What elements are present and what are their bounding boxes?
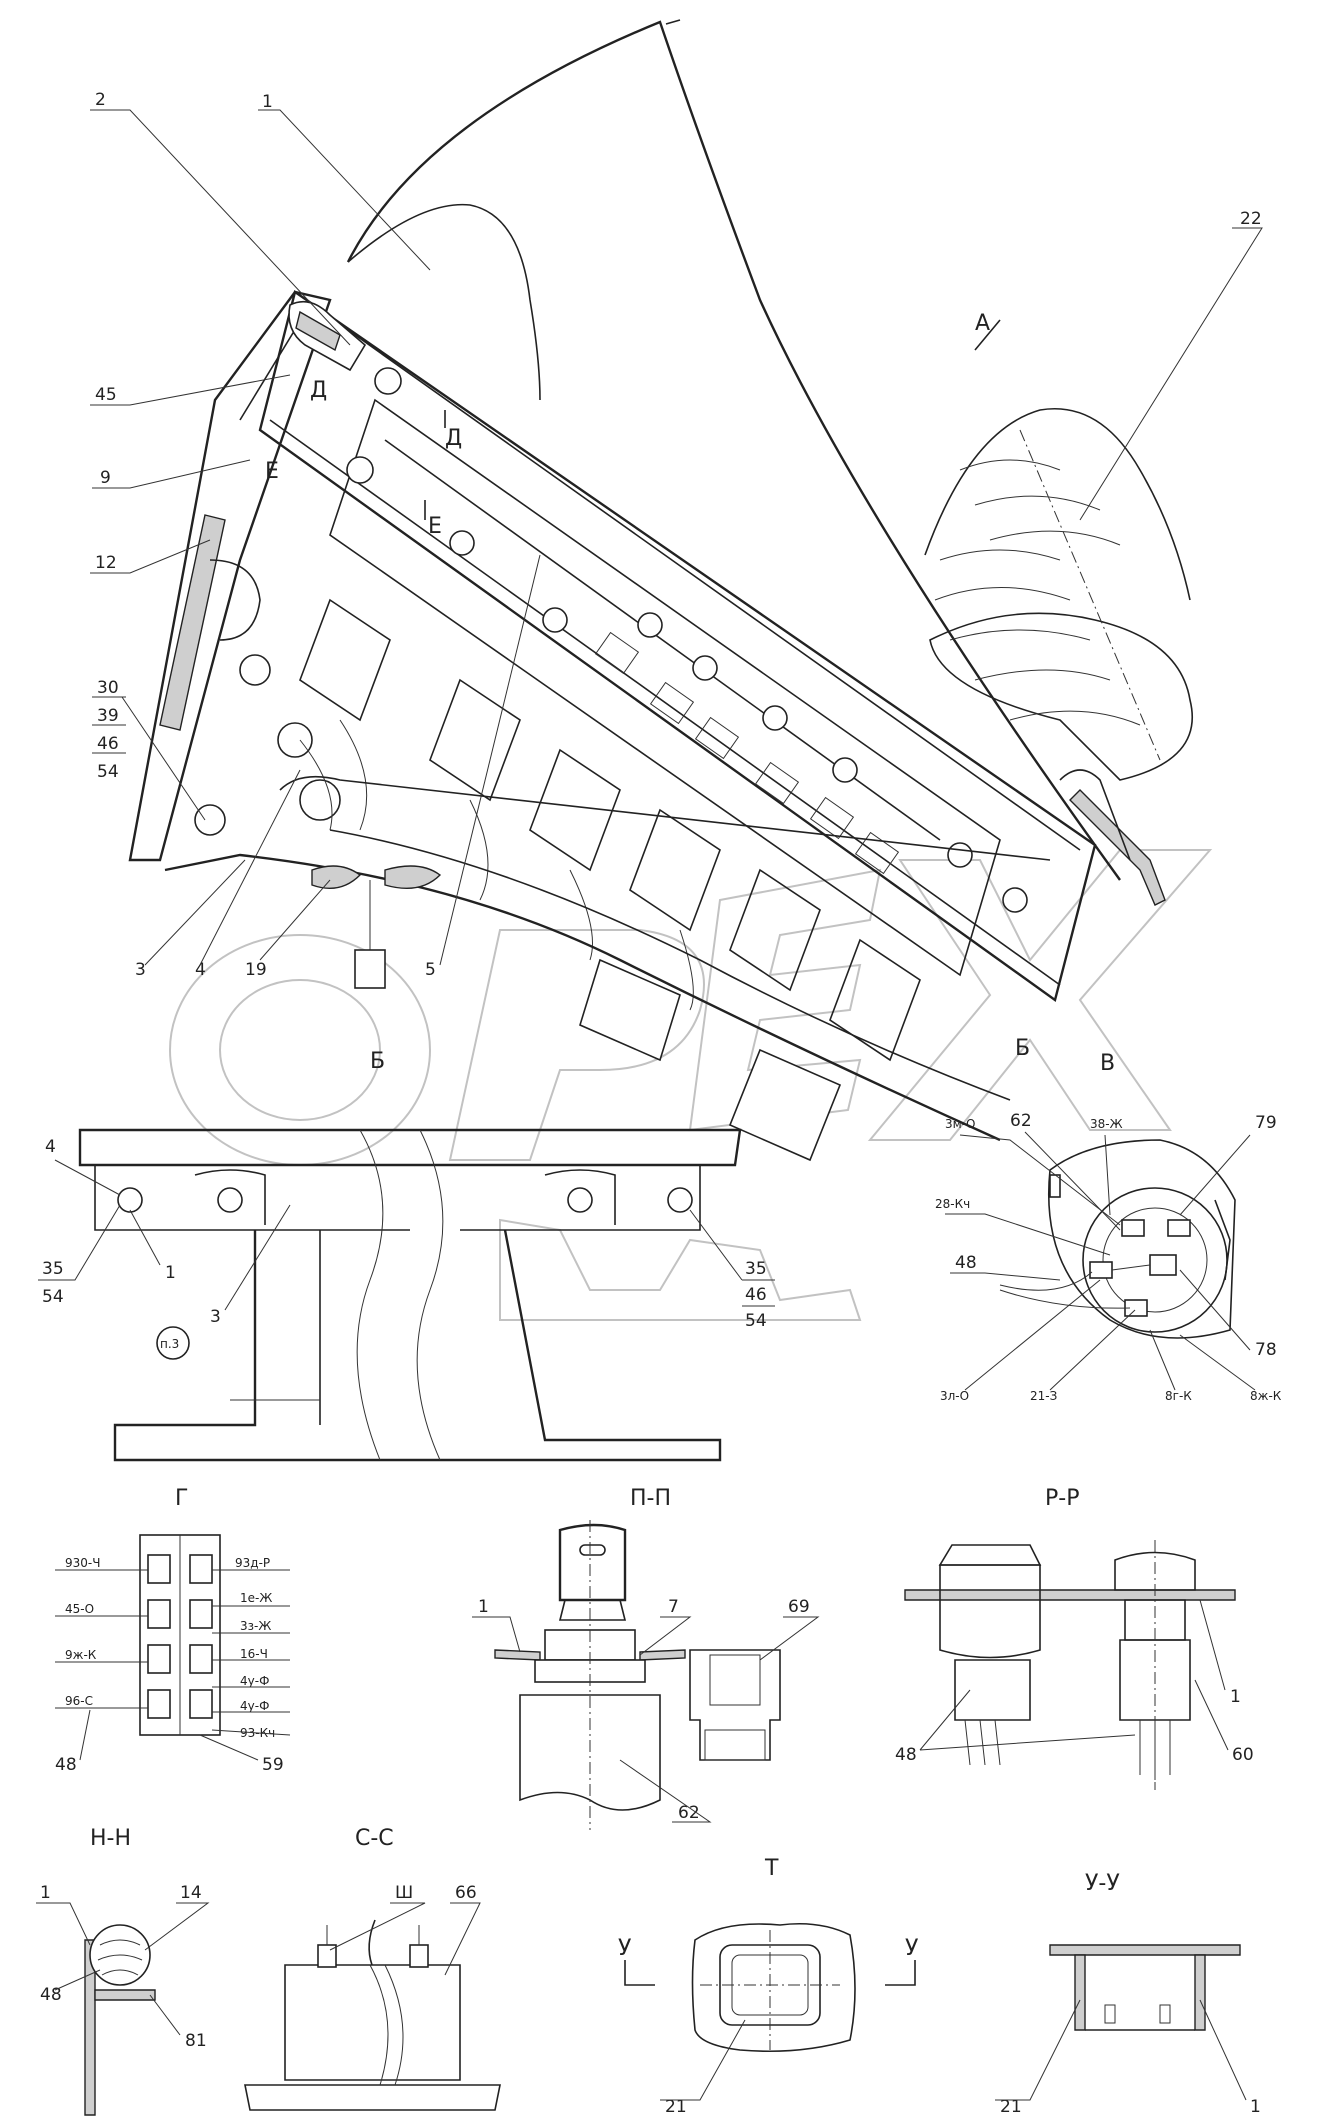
svg-text:7: 7	[668, 1597, 679, 1617]
view-a-label: А	[975, 311, 990, 336]
svg-text:4у-Ф: 4у-Ф	[240, 1674, 269, 1688]
section-e-label: Е	[265, 459, 279, 484]
svg-text:54: 54	[42, 1287, 64, 1307]
svg-text:4: 4	[195, 960, 206, 980]
main-callouts: 2 1 22 45 9 12 30 39 46 54 3 4 19 5 4 35…	[38, 90, 1263, 1360]
svg-text:35: 35	[42, 1259, 64, 1279]
svg-text:46: 46	[745, 1285, 767, 1305]
svg-text:п.3: п.3	[160, 1337, 179, 1351]
svg-text:59: 59	[262, 1755, 284, 1775]
svg-text:79: 79	[1255, 1113, 1277, 1133]
svg-text:96-С: 96-С	[65, 1694, 93, 1708]
svg-text:Н-Н: Н-Н	[90, 1826, 131, 1851]
svg-text:4: 4	[45, 1137, 56, 1157]
svg-text:1: 1	[40, 1883, 51, 1903]
svg-text:35: 35	[745, 1259, 767, 1279]
svg-text:Т: Т	[764, 1856, 779, 1881]
view-v: В 3м-О 62 38-Ж 79 28-Кч 48 78 3л-О 21-З …	[935, 1051, 1282, 1403]
svg-text:38-Ж: 38-Ж	[1090, 1117, 1123, 1131]
svg-text:1: 1	[1250, 2097, 1261, 2117]
svg-text:60: 60	[1232, 1745, 1254, 1765]
svg-text:3л-О: 3л-О	[940, 1389, 969, 1403]
svg-text:16-Ч: 16-Ч	[240, 1647, 268, 1661]
svg-text:4у-Ф: 4у-Ф	[240, 1699, 269, 1713]
svg-text:3: 3	[135, 960, 146, 980]
watermark-logo	[169, 849, 1213, 1321]
svg-text:С-С: С-С	[355, 1826, 394, 1851]
svg-text:69: 69	[788, 1597, 810, 1617]
view-v-callouts: 3м-О 62 38-Ж 79 28-Кч 48 78 3л-О 21-З 8г…	[935, 1111, 1282, 1403]
section-uu: У-У 21 1	[995, 1871, 1261, 2117]
svg-text:48: 48	[955, 1253, 977, 1273]
main-view-console: А Б Б Д Д Е Е 2 1 22 45 9 12 30 39 46 54…	[38, 19, 1263, 1462]
svg-text:3з-Ж: 3з-Ж	[240, 1619, 271, 1633]
svg-text:П-П: П-П	[630, 1486, 671, 1511]
svg-text:19: 19	[245, 960, 267, 980]
svg-text:21-З: 21-З	[1030, 1389, 1057, 1403]
svg-text:22: 22	[1240, 209, 1262, 229]
svg-text:28-Кч: 28-Кч	[935, 1197, 970, 1211]
svg-text:21: 21	[1000, 2097, 1022, 2117]
svg-text:93д-Р: 93д-Р	[235, 1556, 270, 1570]
svg-text:14: 14	[180, 1883, 202, 1903]
svg-text:Г: Г	[175, 1486, 188, 1511]
svg-text:У-У: У-У	[1085, 1871, 1120, 1896]
svg-text:1е-Ж: 1е-Ж	[240, 1591, 272, 1605]
view-t: Т У У 21	[618, 1856, 919, 2117]
svg-text:8г-К: 8г-К	[1165, 1389, 1192, 1403]
svg-text:30: 30	[97, 678, 119, 698]
svg-text:1: 1	[478, 1597, 489, 1617]
svg-text:78: 78	[1255, 1340, 1277, 1360]
indicator-symbols	[594, 631, 900, 875]
svg-text:62: 62	[1010, 1111, 1032, 1131]
svg-text:1: 1	[165, 1263, 176, 1283]
svg-text:930-Ч: 930-Ч	[65, 1556, 100, 1570]
svg-text:2: 2	[95, 90, 106, 110]
section-pp: П-П 1 7 69 62	[472, 1486, 820, 1830]
svg-text:1: 1	[1230, 1687, 1241, 1707]
svg-text:9ж-К: 9ж-К	[65, 1648, 97, 1662]
svg-text:54: 54	[97, 762, 119, 782]
svg-text:48: 48	[895, 1745, 917, 1765]
svg-text:45-О: 45-О	[65, 1602, 94, 1616]
svg-text:8ж-К: 8ж-К	[1250, 1389, 1282, 1403]
svg-text:В: В	[1100, 1051, 1115, 1076]
section-ss: С-С Ш 66	[244, 1826, 501, 2111]
svg-text:54: 54	[745, 1311, 767, 1331]
svg-text:39: 39	[97, 706, 119, 726]
svg-text:12: 12	[95, 553, 117, 573]
svg-text:1: 1	[262, 92, 273, 112]
section-e-label-2: Е	[428, 514, 442, 539]
bolts	[194, 367, 1028, 913]
svg-text:66: 66	[455, 1883, 477, 1903]
section-d-label-2: Д	[445, 426, 462, 451]
svg-text:Р-Р: Р-Р	[1045, 1486, 1079, 1511]
section-rr: Р-Р 1 48 60	[895, 1486, 1254, 1790]
svg-text:Ш: Ш	[395, 1883, 413, 1903]
svg-text:3м-О: 3м-О	[945, 1117, 975, 1131]
svg-text:81: 81	[185, 2031, 207, 2051]
svg-text:У: У	[905, 1936, 919, 1961]
view-b-label: Б	[1015, 1036, 1030, 1061]
svg-text:62: 62	[678, 1803, 700, 1823]
svg-text:У: У	[618, 1936, 632, 1961]
svg-text:45: 45	[95, 385, 117, 405]
view-b-label-2: Б	[370, 1049, 385, 1074]
svg-text:46: 46	[97, 734, 119, 754]
svg-text:21: 21	[665, 2097, 687, 2117]
view-g: Г 930-Ч 45-О 9ж-К 96-С 93д-Р 1е-Ж 3з-Ж 1…	[55, 1486, 291, 1775]
section-nn: Н-Н 1 14 48 81	[36, 1826, 210, 2116]
svg-text:9: 9	[100, 468, 111, 488]
svg-text:5: 5	[425, 960, 436, 980]
svg-text:48: 48	[55, 1755, 77, 1775]
svg-text:3: 3	[210, 1307, 221, 1327]
section-d-label: Д	[310, 378, 327, 403]
